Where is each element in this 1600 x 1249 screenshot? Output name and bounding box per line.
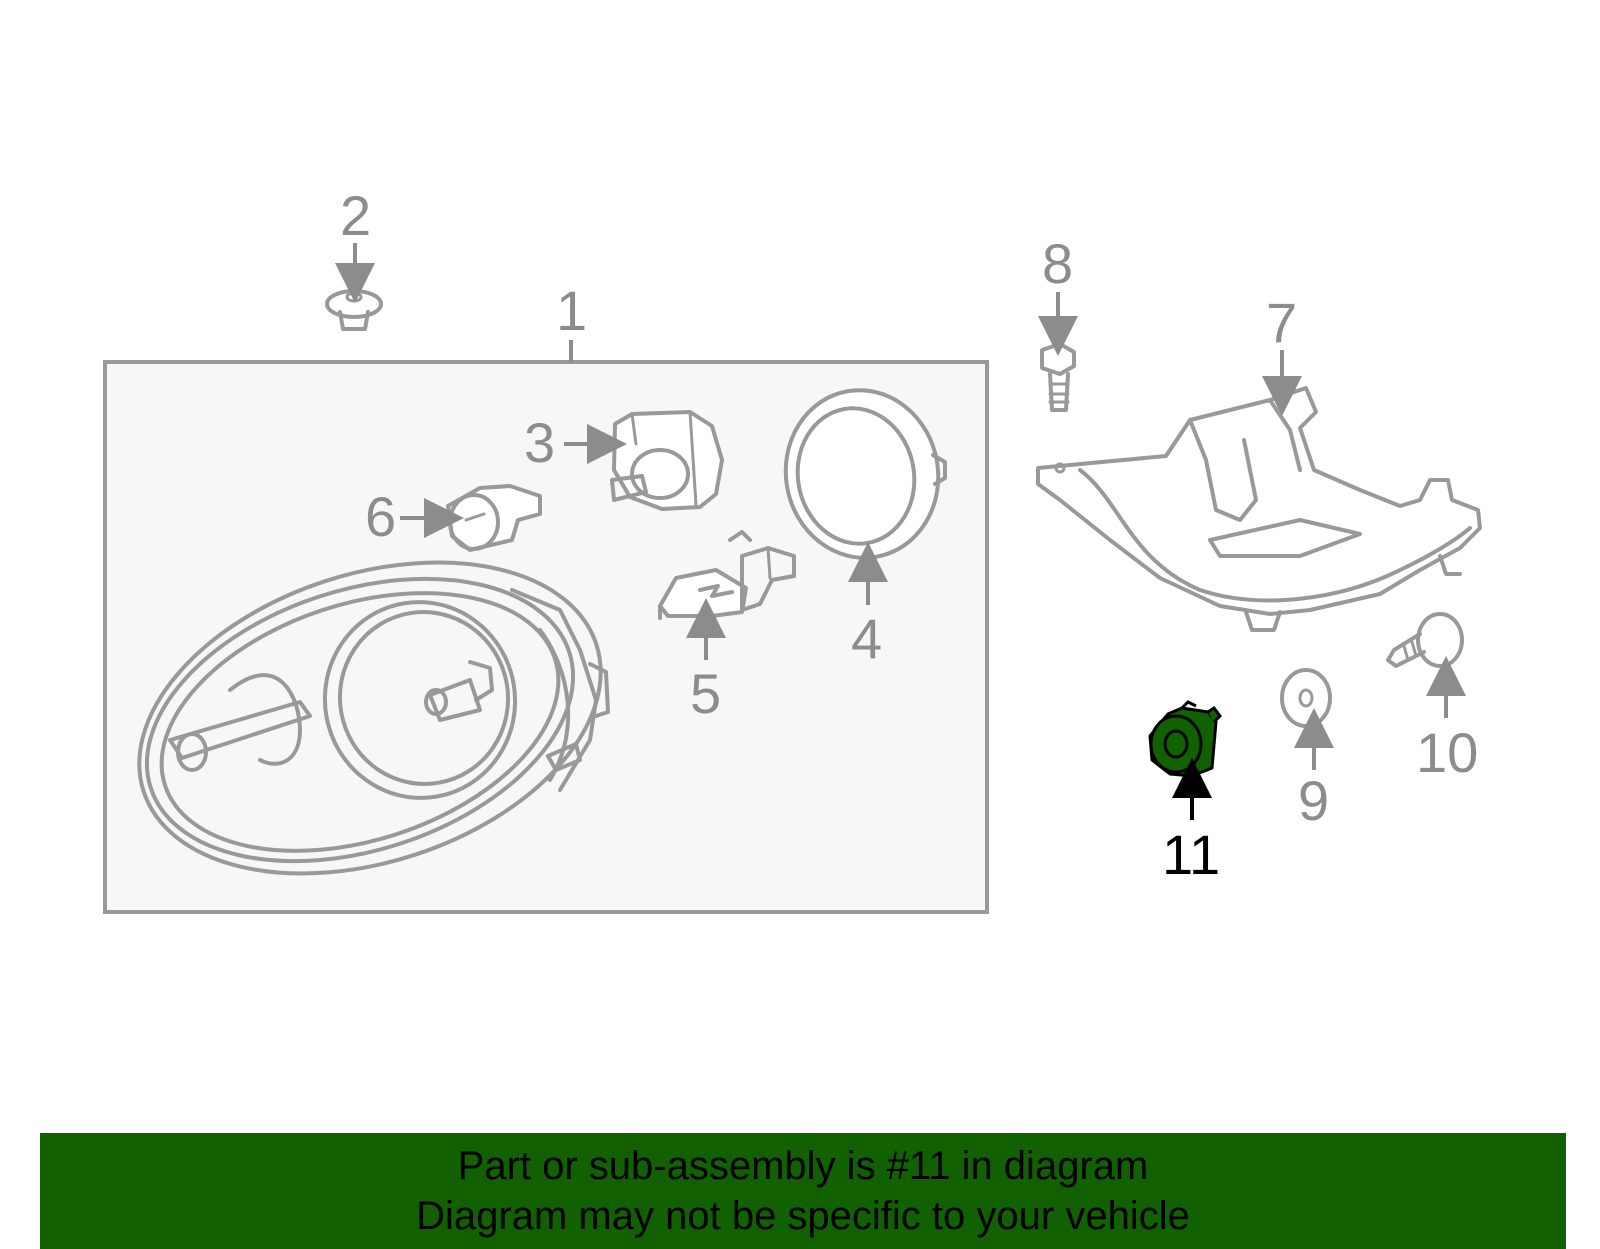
bolt-part-8[interactable] — [1040, 342, 1076, 412]
info-banner: Part or sub-assembly is #11 in diagram D… — [40, 1133, 1566, 1249]
callout-6-label: 6 — [365, 485, 396, 548]
washer-part-9[interactable] — [1280, 668, 1332, 728]
callout-5-label: 5 — [690, 662, 721, 725]
callout-11-label: 11 — [1162, 823, 1220, 886]
banner-line-1: Part or sub-assembly is #11 in diagram — [457, 1144, 1149, 1188]
callout-3-label: 3 — [524, 411, 555, 474]
callout-8-label: 8 — [1042, 232, 1073, 295]
screw-part-10[interactable] — [1386, 612, 1464, 668]
callout-7-label: 7 — [1266, 291, 1297, 354]
bulb-socket-part-3[interactable] — [610, 410, 724, 511]
bracket-part-7[interactable] — [1036, 386, 1482, 632]
headlamp-housing — [137, 560, 610, 876]
callout-4-label: 4 — [851, 607, 882, 670]
callout-1-label: 1 — [556, 279, 587, 342]
socket-part-11-highlighted[interactable] — [1148, 700, 1222, 778]
callout-9-label: 9 — [1298, 769, 1329, 832]
callout-10-label: 10 — [1416, 721, 1478, 784]
retainer-clip-part-2[interactable] — [325, 289, 383, 331]
callout-2-label: 2 — [340, 184, 371, 247]
banner-line-2: Diagram may not be specific to your vehi… — [416, 1194, 1190, 1238]
